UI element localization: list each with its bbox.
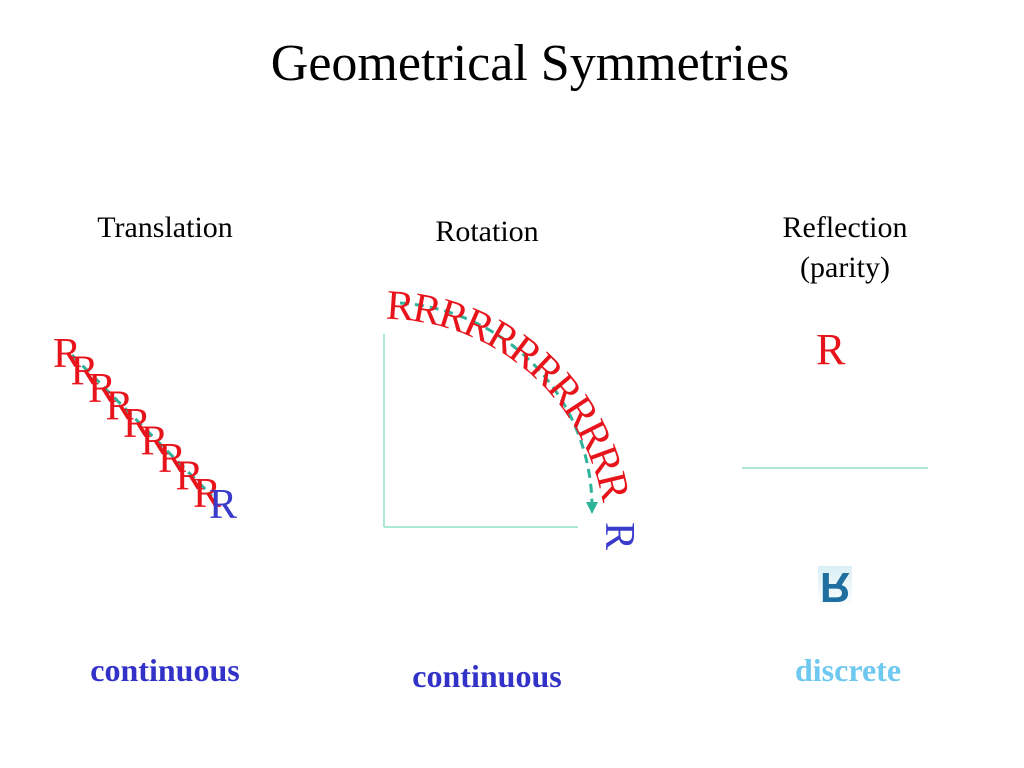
rotation-arrowhead	[586, 502, 598, 514]
rotation-arc-path	[399, 301, 594, 506]
rotation-label: Rotation	[435, 215, 539, 248]
rotation-r-copy: R	[385, 283, 416, 331]
translation-r-copy: R	[175, 454, 203, 500]
reflection-kind-label: discrete	[794, 652, 902, 688]
translation-r-copy: R	[158, 436, 186, 482]
translation-r-final: R	[209, 482, 237, 528]
translation-r-copy: R	[140, 419, 168, 465]
rotation-kind-label: continuous	[412, 658, 562, 694]
translation-r-copy: R	[193, 471, 221, 517]
reflection-label: Reflection (parity)	[740, 208, 950, 288]
translation-kind-label: continuous	[90, 652, 240, 688]
translation-r-copy: R	[70, 349, 98, 395]
translation-r-copy: R	[105, 384, 133, 430]
rotation-r-final: R	[596, 522, 642, 550]
translation-path	[70, 353, 214, 498]
translation-label: Translation	[97, 211, 233, 244]
translation-r-copy: R	[53, 331, 81, 377]
translation-r-copy: R	[88, 366, 116, 412]
reflection-original-r: R	[816, 325, 846, 374]
page-title: Geometrical Symmetries	[270, 35, 790, 92]
reflection-label-line2: (parity)	[800, 251, 890, 284]
reflection-label-line1: Reflection	[782, 211, 908, 244]
translation-r-copy: R	[123, 401, 151, 447]
reflection-mirrored-r: R	[818, 564, 853, 611]
